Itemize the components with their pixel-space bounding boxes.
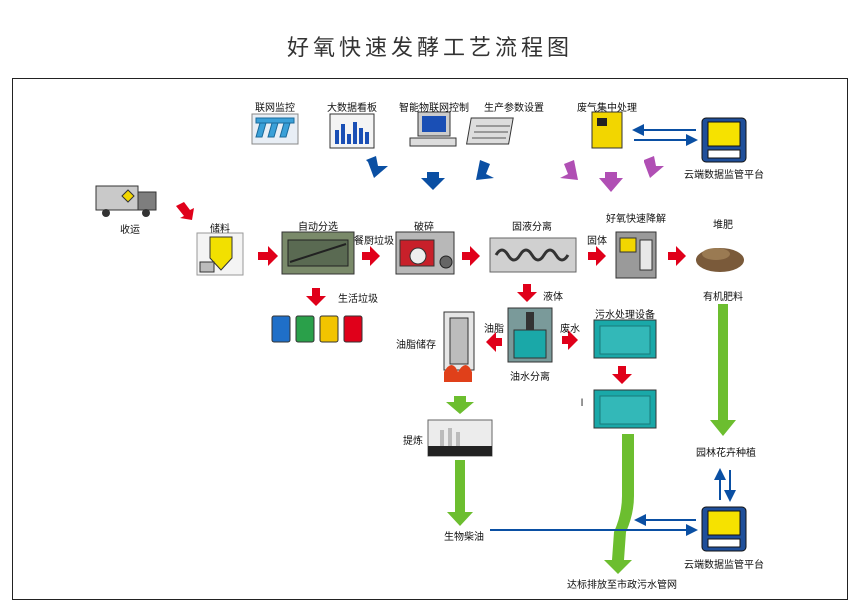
bigdata-board-icon xyxy=(329,113,375,149)
label-discharge: 达标排放至市政污水管网 xyxy=(567,580,677,591)
cloud-top-link xyxy=(632,124,698,146)
cloud-platform-bottom-icon xyxy=(701,506,747,552)
red-arrows-main xyxy=(258,246,686,384)
label-params: 生产参数设置 xyxy=(484,103,544,114)
label-solid-liquid: 固液分离 xyxy=(512,222,552,233)
keyboard-icon xyxy=(466,117,514,145)
purple-down-arrows xyxy=(560,156,664,192)
label-living-waste: 生活垃圾 xyxy=(338,294,378,305)
label-crushing: 破碎 xyxy=(414,222,434,233)
crusher-icon xyxy=(395,231,455,275)
label-organic: 有机肥料 xyxy=(703,292,743,303)
page-title: 好氧快速发酵工艺流程图 xyxy=(286,36,573,61)
label-oil-water: 油水分离 xyxy=(510,372,550,383)
label-kitchen-waste: 餐厨垃圾 xyxy=(354,236,394,247)
label-gas: 废气集中处理 xyxy=(577,103,637,114)
label-oil: 油脂 xyxy=(484,324,504,335)
label-aerobic: 好氧快速降解 xyxy=(606,214,666,225)
computer-icon xyxy=(409,111,457,147)
sewage-discharge-pipe xyxy=(604,434,634,574)
label-solid: 固体 xyxy=(587,236,607,247)
label-compost: 堆肥 xyxy=(713,220,733,231)
compost-pile-icon xyxy=(696,248,744,272)
label-garden: 园林花卉种植 xyxy=(696,448,756,459)
sewage-tank-2-icon xyxy=(593,389,657,429)
label-refine: 提炼 xyxy=(403,436,423,447)
green-arrows xyxy=(446,304,736,526)
waste-bins-icon xyxy=(271,315,363,343)
label-bigdata: 大数据看板 xyxy=(327,103,377,114)
label-sewage-equipment: 污水处理设备 xyxy=(595,310,655,321)
sewage-tank-1-icon xyxy=(593,319,657,359)
monitor-icon xyxy=(251,113,299,145)
refinery-icon xyxy=(427,419,493,457)
label-cloud-top: 云端数据监管平台 xyxy=(684,170,764,181)
label-liquid: 液体 xyxy=(543,292,563,303)
blue-down-arrows xyxy=(366,156,494,190)
label-iot: 智能物联网控制 xyxy=(399,103,469,114)
oil-water-separator-icon xyxy=(507,307,553,363)
label-monitor: 联网监控 xyxy=(255,103,295,114)
label-oil-storage: 油脂储存 xyxy=(396,340,436,351)
diagram-frame xyxy=(12,78,848,600)
label-sorting: 自动分选 xyxy=(298,222,338,233)
label-cloud-bottom: 云端数据监管平台 xyxy=(684,560,764,571)
label-transport: 收运 xyxy=(120,225,140,236)
label-mark: l xyxy=(580,398,584,409)
cloud-platform-top-icon xyxy=(701,117,747,163)
gas-treatment-icon xyxy=(591,111,623,149)
cloud-bottom-links xyxy=(490,468,736,536)
aerobic-reactor-icon xyxy=(615,231,657,279)
red-arrow-transport xyxy=(176,202,194,220)
oil-storage-icon xyxy=(443,311,475,382)
label-wastewater: 废水 xyxy=(560,324,580,335)
label-biodiesel: 生物柴油 xyxy=(444,532,484,543)
storage-tank-icon xyxy=(196,232,244,276)
truck-icon xyxy=(95,185,157,217)
sorting-machine-icon xyxy=(281,231,355,275)
label-storage: 储料 xyxy=(210,224,230,235)
solid-liquid-separator-icon xyxy=(489,237,577,273)
